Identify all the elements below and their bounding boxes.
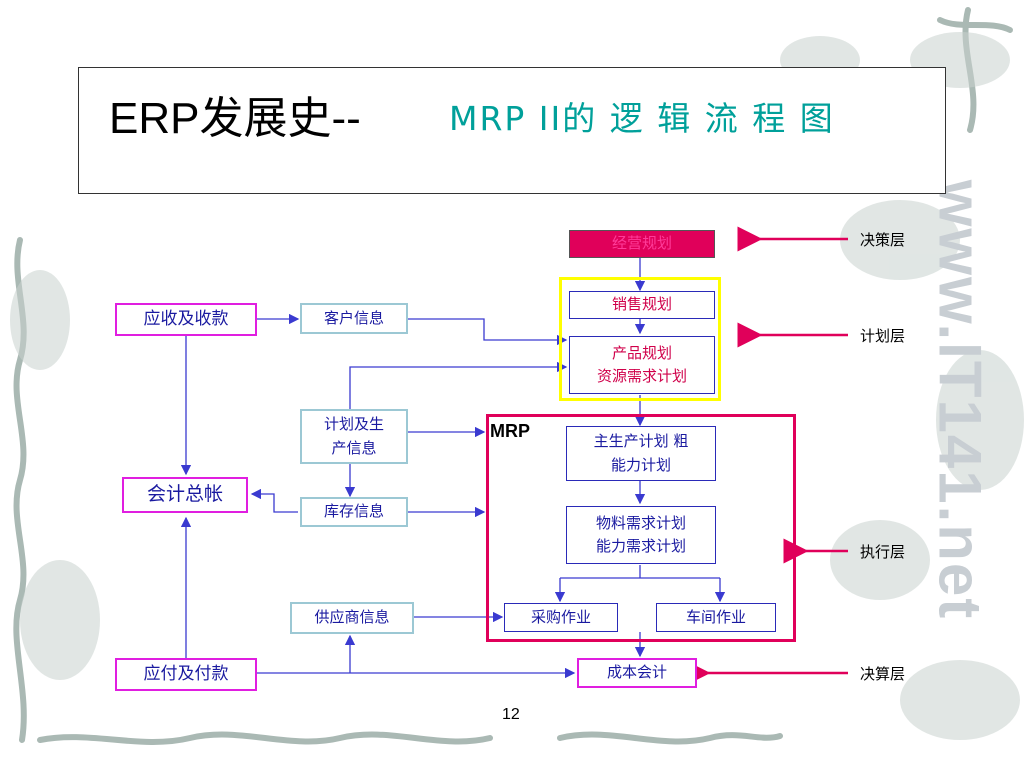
- node-material-requirements: 物料需求计划 能力需求计划: [566, 506, 716, 564]
- node-business-planning-label: 经营规划: [611, 234, 672, 253]
- node-master-production-schedule: 主生产计划 粗 能力计划: [566, 426, 716, 481]
- layer-label-execution: 执行层: [860, 543, 906, 561]
- node-sales-planning: 销售规划: [569, 291, 715, 319]
- node-inventory-info: 库存信息: [300, 497, 408, 527]
- node-general-ledger-label: 会计总帐: [146, 483, 223, 506]
- node-product-planning-line1: 产品规划: [611, 343, 672, 362]
- node-plan-info-line2: 产信息: [331, 438, 377, 457]
- node-mps-line1: 主生产计划 粗: [593, 432, 689, 451]
- node-mrp-line2: 能力需求计划: [595, 537, 686, 555]
- node-customer-info-label: 客户信息: [323, 308, 384, 327]
- node-receivables-label: 应收及收款: [143, 309, 229, 330]
- node-general-ledger: 会计总帐: [122, 477, 248, 513]
- mrp-frame: [486, 414, 796, 642]
- page-subtitle: MRP II的 逻 辑 流 程 图: [449, 99, 835, 138]
- node-receivables: 应收及收款: [115, 303, 257, 336]
- node-mrp-line1: 物料需求计划: [595, 513, 686, 532]
- node-inventory-info-label: 库存信息: [323, 502, 384, 521]
- node-payables: 应付及付款: [115, 658, 257, 691]
- node-customer-info: 客户信息: [300, 303, 408, 334]
- node-cost-accounting-label: 成本会计: [606, 663, 667, 682]
- planning-frame: [559, 277, 721, 401]
- node-supplier-info-label: 供应商信息: [314, 608, 390, 627]
- node-purchasing: 采购作业: [504, 603, 618, 632]
- layer-label-settlement: 决算层: [860, 665, 906, 683]
- layer-label-planning: 计划层: [860, 327, 906, 345]
- layer-label-decision: 决策层: [860, 231, 906, 249]
- node-business-planning: 经营规划: [569, 230, 715, 258]
- node-shop-floor: 车间作业: [656, 603, 776, 632]
- node-supplier-info: 供应商信息: [290, 602, 414, 634]
- node-product-planning-line2: 资源需求计划: [596, 367, 687, 385]
- node-mps-line2: 能力计划: [610, 455, 671, 474]
- node-shop-floor-label: 车间作业: [685, 607, 746, 626]
- node-plan-info-line1: 计划及生: [323, 415, 384, 434]
- page-title: ERP发展史--: [109, 94, 361, 143]
- page-number: 12: [502, 706, 520, 723]
- node-cost-accounting: 成本会计: [577, 658, 697, 688]
- title-box: ERP发展史-- MRP II的 逻 辑 流 程 图: [78, 67, 946, 194]
- node-sales-planning-label: 销售规划: [611, 295, 672, 314]
- node-plan-production-info: 计划及生 产信息: [300, 409, 408, 464]
- node-purchasing-label: 采购作业: [530, 607, 591, 626]
- node-payables-label: 应付及付款: [143, 664, 229, 685]
- mrp-label: MRP: [490, 421, 530, 441]
- node-product-planning: 产品规划 资源需求计划: [569, 336, 715, 394]
